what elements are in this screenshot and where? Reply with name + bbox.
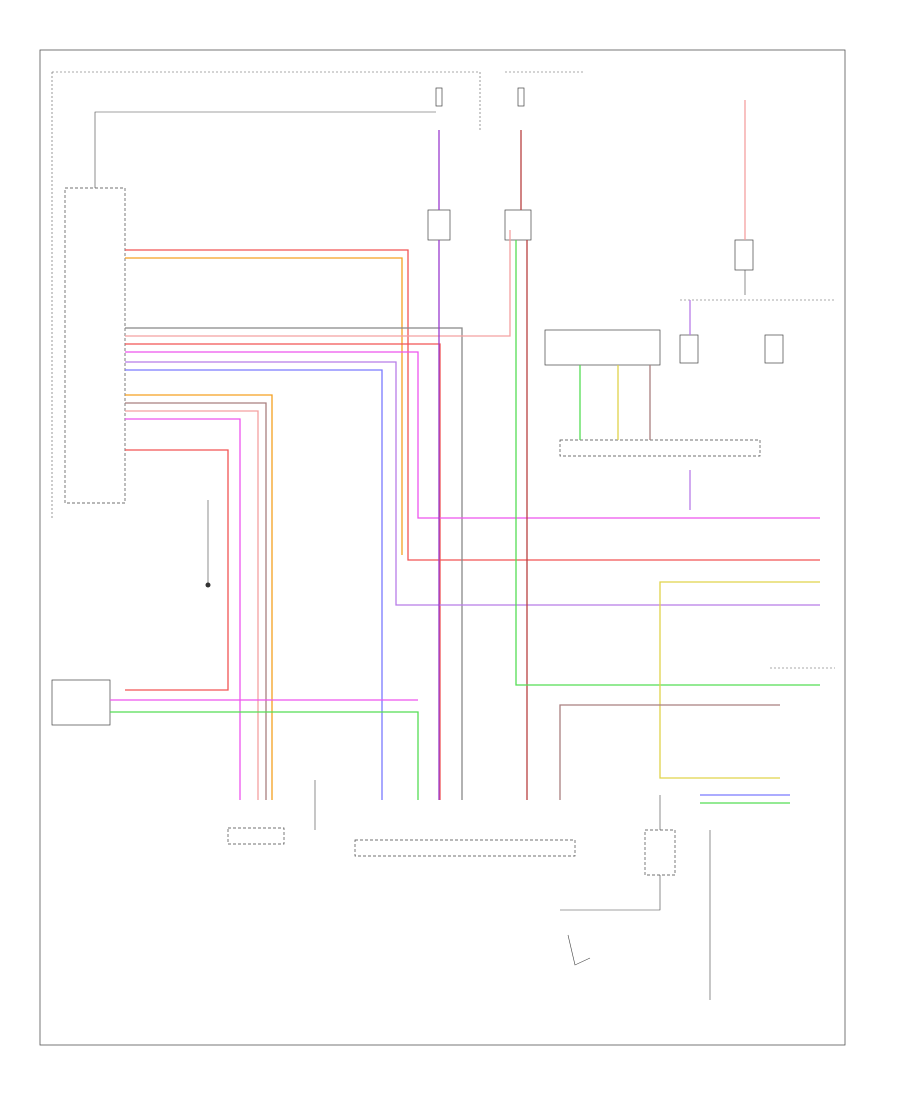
wire-violet-1 — [125, 361, 820, 606]
ground-1-point — [205, 582, 211, 588]
wire-yellow-right — [659, 581, 820, 779]
wire-red-3 — [125, 449, 229, 691]
wire-magenta-1 — [125, 351, 820, 519]
junction-connector-2 — [504, 209, 532, 241]
wire-pink-1 — [125, 230, 511, 337]
wire-brown-1 — [125, 402, 267, 800]
power-bus-dashed — [52, 71, 481, 130]
wire-red-2 — [125, 343, 441, 800]
relay-2 — [764, 334, 784, 364]
diagram-frame — [39, 49, 846, 1046]
wire-group-ecu — [125, 230, 820, 800]
wire-brown-right — [559, 704, 780, 800]
relay-1 — [679, 334, 699, 364]
ecu-box — [64, 187, 126, 504]
wire-orange-2 — [125, 394, 273, 800]
fuse-2 — [517, 87, 525, 107]
wire-green-1 — [515, 240, 820, 686]
fuse-1 — [435, 87, 443, 107]
wire-green-2 — [110, 711, 419, 800]
sub-connector — [559, 439, 761, 457]
relay-box — [544, 329, 661, 366]
relay-3 — [734, 239, 754, 271]
wire-ecu-power — [94, 111, 436, 188]
wire-pink-2 — [125, 410, 259, 800]
brake-switch-box — [644, 829, 676, 876]
combination-switch-box — [354, 839, 576, 857]
left-module-box — [51, 679, 111, 726]
wire-blue-1 — [125, 369, 383, 800]
passenger-switch-line — [567, 934, 591, 966]
switch-auto-box — [227, 827, 285, 845]
junction-connector-1 — [427, 209, 451, 241]
wire-orange-1 — [125, 257, 403, 555]
wire-gray-1 — [125, 327, 463, 800]
wire-magenta-2 — [125, 418, 241, 800]
wire-red-1 — [125, 249, 820, 561]
